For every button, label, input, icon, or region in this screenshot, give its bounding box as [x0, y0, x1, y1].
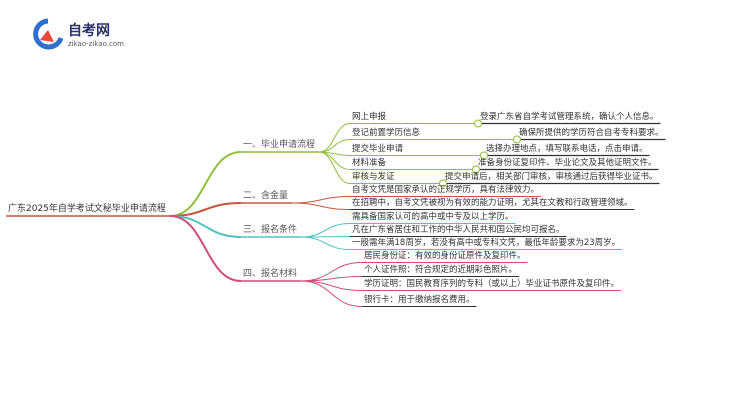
node-online-apply: 网上申报 [352, 112, 387, 122]
connector-circle-1 [474, 119, 482, 128]
logo-url: zikao-zikao.com [68, 40, 124, 48]
link-root-branch-3 [169, 215, 242, 238]
link-branch-3-leaf-1 [301, 223, 351, 238]
detail-review-certificate: 提交申请后，相关部门审核，审核通过后获得毕业证书。 [445, 172, 658, 182]
branch-materials: 四、报名材料 [243, 269, 298, 279]
logo-icon [33, 18, 64, 50]
detail-submit-application: 选择办理地点，填写联系电话，点击申请。 [486, 144, 648, 154]
node-value-1: 自考文凭是国家承认的正规学历，具有法律效力。 [352, 185, 540, 195]
branch-graduation-process: 一、毕业申请流程 [243, 140, 316, 150]
link-branch-2-leaf-1 [292, 196, 351, 204]
node-eligibility-2: 凡在广东省居住和工作的中华人民共和国公民均可报名。 [352, 225, 565, 235]
connector-circle-2 [513, 135, 521, 144]
link-branch-4-leaf-3 [301, 280, 363, 291]
link-branch-3-leaf-3 [301, 236, 351, 250]
link-root-branch-4 [169, 215, 242, 282]
node-prior-education: 登记前置学历信息 [352, 128, 421, 138]
branch-value: 二、含金量 [243, 191, 289, 201]
detail-prior-education: 确保所提供的学历符合自考专科要求。 [519, 128, 664, 138]
node-submit-application: 提交毕业申请 [352, 144, 404, 154]
node-value-2: 在招聘中，自考文凭被视为有效的能力证明，尤其在文教和行政管理领域。 [352, 198, 633, 208]
node-review-certificate: 审核与发证 [352, 172, 395, 182]
detail-materials: 准备身份证复印件、毕业论文及其他证明文件。 [478, 158, 657, 168]
link-branch-3-leaf-2 [301, 236, 351, 238]
logo: 自考网 zikao-zikao.com [32, 18, 172, 54]
link-branch-4-leaf-1 [301, 262, 363, 282]
link-branch-1-leaf-5 [318, 151, 351, 184]
link-branch-1-leaf-2 [319, 139, 351, 153]
node-eligibility-1: 需具备国家认可的高中或中专及以上学历。 [352, 212, 514, 222]
link-root-branch-1 [169, 151, 242, 217]
connector-circle-4 [472, 165, 480, 174]
node-materials: 材料准备 [352, 158, 387, 168]
connector-circle-3 [480, 151, 488, 160]
branch-eligibility: 三、报名条件 [243, 225, 298, 235]
root-topic: 广东2025年自学考试文秘毕业申请流程 [8, 204, 166, 214]
link-branch-4-leaf-2 [301, 276, 363, 282]
node-material-photo: 个人证件照：符合规定的近期彩色照片。 [364, 265, 518, 275]
logo-name: 自考网 [68, 23, 110, 39]
link-branch-1-leaf-1 [318, 123, 351, 153]
node-material-id: 居民身份证：有效的身份证原件及复印件。 [364, 251, 526, 261]
node-material-bankcard: 银行卡：用于缴纳报名费用。 [364, 295, 475, 305]
detail-online-apply: 登录广东省自学考试管理系统，确认个人信息。 [480, 112, 659, 122]
link-branch-2-leaf-2 [292, 202, 351, 210]
link-branch-4-leaf-4 [301, 280, 363, 307]
node-eligibility-3: 一般需年满18周岁，若没有高中或专科文凭，最低年龄要求为23周岁。 [352, 238, 621, 248]
connector-circle-5 [439, 179, 447, 188]
node-material-diploma: 学历证明：国民教育序列的专科（或以上）毕业证书原件及复印件。 [364, 279, 620, 289]
